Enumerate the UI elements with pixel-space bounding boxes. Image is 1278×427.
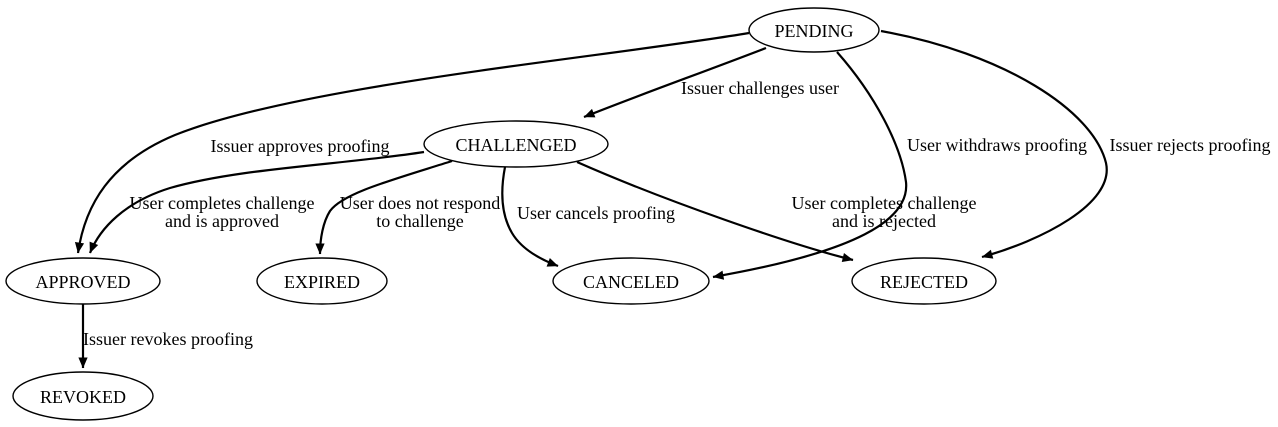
edge-pending-canceled — [712, 51, 908, 280]
edge-challenged-rejected — [576, 160, 854, 262]
node-approved-ellipse — [5, 257, 161, 305]
node-approved: APPROVED — [5, 257, 161, 305]
edge-pending-challenged — [583, 46, 767, 119]
node-rejected-label: REJECTED — [880, 272, 968, 292]
edge-label-does-not-respond-line1: User does not respond — [340, 193, 500, 213]
edge-pending-approved — [74, 31, 750, 254]
edge-challenged-expired — [315, 159, 453, 255]
edge-label-issuer-challenges-user: Issuer challenges user — [681, 78, 839, 98]
edges — [74, 29, 1108, 369]
edge-labels: Issuer challenges user Issuer approves p… — [83, 78, 1270, 349]
node-challenged: CHALLENGED — [423, 120, 609, 168]
nodes: PENDING CHALLENGED APPROVED EXPIRED CANC… — [5, 7, 997, 421]
node-challenged-label: CHALLENGED — [456, 135, 577, 155]
node-pending-label: PENDING — [775, 21, 854, 41]
node-pending-ellipse — [748, 7, 880, 53]
edge-label-issuer-rejects-proofing: Issuer rejects proofing — [1110, 135, 1271, 155]
edge-label-issuer-revokes-proofing: Issuer revokes proofing — [83, 329, 253, 349]
node-revoked-label: REVOKED — [40, 387, 126, 407]
node-expired-ellipse — [256, 257, 388, 305]
edge-label-does-not-respond-line2: to challenge — [376, 211, 463, 231]
edge-pending-rejected — [880, 29, 1108, 259]
edge-label-user-withdraws-proofing: User withdraws proofing — [907, 135, 1087, 155]
node-expired: EXPIRED — [256, 257, 388, 305]
node-rejected: REJECTED — [851, 257, 997, 305]
edge-label-user-cancels-proofing: User cancels proofing — [517, 203, 675, 223]
edge-label-issuer-approves-proofing: Issuer approves proofing — [211, 136, 390, 156]
node-canceled: CANCELED — [552, 257, 710, 305]
node-rejected-ellipse — [851, 257, 997, 305]
node-revoked-ellipse — [12, 371, 154, 421]
node-approved-label: APPROVED — [35, 272, 130, 292]
edge-challenged-approved — [88, 150, 425, 254]
node-canceled-label: CANCELED — [583, 272, 679, 292]
edge-label-completes-challenge-rejected-line2: and is rejected — [832, 211, 936, 231]
edge-label-completes-challenge-approved-line1: User completes challenge — [130, 193, 315, 213]
edge-challenged-canceled — [501, 166, 559, 268]
node-revoked: REVOKED — [12, 371, 154, 421]
edge-label-completes-challenge-approved-line2: and is approved — [165, 211, 279, 231]
edge-label-completes-challenge-rejected-line1: User completes challenge — [792, 193, 977, 213]
node-canceled-ellipse — [552, 257, 710, 305]
node-expired-label: EXPIRED — [284, 272, 360, 292]
node-challenged-ellipse — [423, 120, 609, 168]
node-pending: PENDING — [748, 7, 880, 53]
